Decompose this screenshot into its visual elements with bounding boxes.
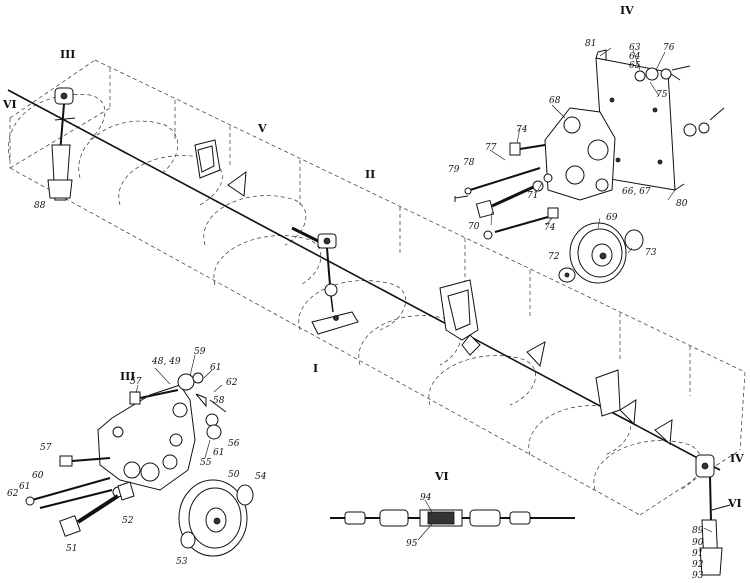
left-end-assembly [47,87,76,201]
part-64: 64 [629,52,641,62]
label-iii-detail: III [120,370,135,383]
part-51: 51 [66,544,77,554]
part-90: 90 [692,538,704,548]
part-54: 54 [255,472,267,482]
part-50: 50 [228,470,240,480]
part-74-b: 74 [544,223,556,233]
part-94: 94 [420,493,432,503]
part-61-a: 61 [210,363,221,373]
part-61-b: 61 [213,448,224,458]
label-vi-right: VI [727,497,742,510]
label-vi-left: VI [2,98,17,111]
part-88: 88 [34,201,46,211]
part-92: 92 [692,560,704,570]
label-v: V [257,122,267,135]
label-iv-detail: IV [620,4,634,17]
label-vi-detail: VI [434,470,449,483]
right-end-assembly [695,454,731,576]
part-48-49: 48, 49 [151,357,181,367]
part-79: 79 [448,165,460,175]
shaft-brackets [194,139,673,446]
part-95: 95 [406,539,418,549]
part-74-a: 74 [516,125,528,135]
leader-lines [135,47,713,541]
header-outline [9,59,746,516]
part-80: 80 [676,199,688,209]
part-81: 81 [585,39,596,49]
label-i: I [313,362,318,375]
part-76: 76 [663,43,675,53]
part-53: 53 [176,557,188,567]
part-89: 89 [692,526,704,536]
label-iv-right: IV [730,452,744,465]
part-93: 93 [692,571,704,581]
part-70: 70 [468,222,480,232]
part-52: 52 [122,516,134,526]
part-63: 63 [629,43,641,53]
part-71: 71 [527,191,538,201]
part-75: 75 [656,90,668,100]
part-58: 58 [213,396,225,406]
part-60: 60 [32,471,44,481]
part-55: 55 [200,458,212,468]
center-lever-assembly [291,226,359,335]
part-68: 68 [549,96,561,106]
part-66-67: 66, 67 [622,187,651,197]
part-57-a: 57 [130,377,142,387]
part-62-b: 62 [7,489,19,499]
label-ii: II [365,168,375,181]
part-56: 56 [228,439,240,449]
part-72: 72 [548,252,560,262]
part-78: 78 [463,158,475,168]
part-61-c: 61 [19,482,30,492]
part-62-a: 62 [226,378,238,388]
part-69: 69 [606,213,618,223]
part-57-b: 57 [40,443,52,453]
label-iii-top: III [60,48,75,61]
part-73: 73 [645,248,657,258]
part-77: 77 [485,143,497,153]
part-59: 59 [194,347,206,357]
part-91: 91 [692,549,703,559]
detail-vi-shaft-coupling [330,509,575,527]
detail-iv-bracket-assembly [454,49,725,284]
detail-iii-tensioner-assembly [25,372,254,557]
part-65: 65 [629,61,641,71]
